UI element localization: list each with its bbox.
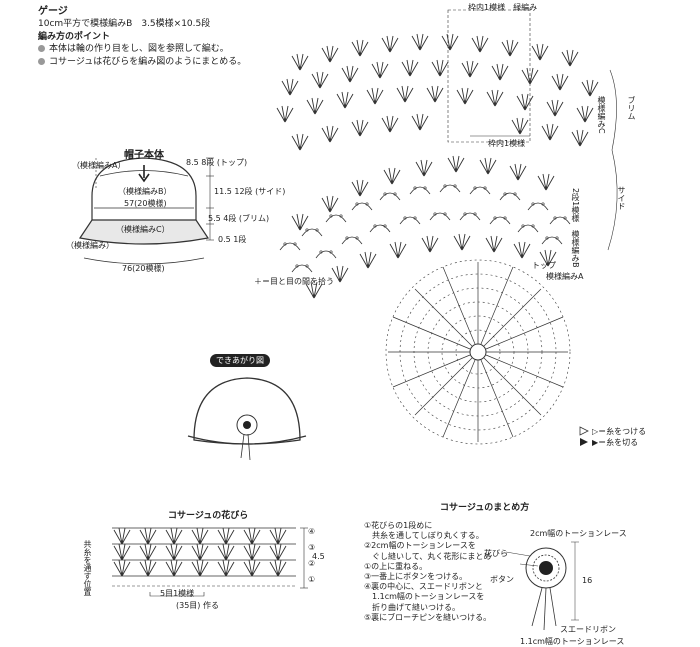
hat-body-schematic [78,157,214,265]
dim-value: 5.5 [208,214,221,223]
point-item: コサージュは花びらを編み図のようにまとめる。 [38,54,246,67]
chart-side-label: サイド [617,186,626,210]
point-text: 本体は輪の作り目をし、図を参照して編む。 [49,44,229,54]
chart-brim-label: ブリム [627,96,636,120]
dim-side: 11.5 12段 (サイド) [214,186,285,197]
assembly-step: ③一番上にボタンをつける。 [364,572,468,582]
finished-hat-illustration [187,377,307,461]
petal-height: 4.5 [312,552,325,561]
assembly-lace-bottom: 1.1cm幅のトーションレース [520,637,625,646]
assembly-lace-top: 2cm幅のトーションレース [530,529,627,538]
petal-width: (35目) 作る [176,601,219,610]
hat-bottom-width: 76(20模様) [122,264,165,273]
assembly-step: 共糸を通してしぼり丸くする。 [364,531,484,541]
dim-value: 8.5 [186,158,199,167]
chart-note: ＋＝目と目の間を拾う [254,277,334,286]
main-crochet-chart [276,9,618,445]
dim-top: 8.5 8段 (トップ) [186,157,247,168]
dim-part: (サイド) [255,187,286,196]
finished-title: できあがり図 [210,354,270,367]
petal-title: コサージュの花びら [168,511,249,521]
chart-pattern-a-label: 模様編みA [546,272,584,281]
gauge-line: 10cm平方で模様編みB 3.5模様×10.5段 [38,19,211,29]
petal-side-label: 共糸を通す位置 [83,540,92,596]
dim-rows: 12段 [234,187,253,196]
petal-row: ④ [308,527,316,536]
assembly-length: 16 [582,576,593,585]
hat-brim-pattern-label: （模様編み） [66,241,114,250]
assembly-step: ⑤裏にブローチピンを縫いつける。 [364,612,492,622]
bullet-icon [38,58,45,65]
dim-value: 0.5 [218,235,231,244]
chart-top-label: 枠内1模様 緑編み [468,3,538,12]
assembly-step: ④裏の中心に、スエードリボンと [364,582,483,592]
petal-row: ③ [308,543,316,552]
dim-edge: 0.5 1段 [218,234,246,245]
hat-pattern-b-label: （模様編みB） [118,187,172,196]
chart-top-part-label: トップ [532,261,556,270]
assembly-step: ぐし縫いして、丸く花形にまとめ [364,551,492,561]
assembly-button: ボタン [490,575,514,584]
dim-rows: 1段 [233,235,247,244]
assembly-ribbon: スエードリボン [560,625,616,634]
hat-pattern-c-label: （模様編みC） [116,225,170,234]
hat-count-b: 57(20模様) [124,199,167,208]
dim-brim: 5.5 4段 (ブリム) [208,213,269,224]
assembly-step: 折り曲げて縫いつける。 [364,602,460,612]
corsage-illustration [505,541,579,631]
dim-value: 11.5 [214,187,232,196]
chart-mid-label: 枠内1模様 [488,139,526,148]
dim-part: (トップ) [216,158,248,167]
bullet-icon [38,45,45,52]
petal-row: ② [308,559,316,568]
legend-attach: ▷＝糸をつける [592,427,647,436]
hat-pattern-a-label: （模様編みA） [72,161,126,170]
assembly-step: ①の上に重ねる。 [364,561,428,571]
dim-part: (ブリム) [238,214,270,223]
legend-cut: ▶＝糸を切る [592,438,639,447]
dim-rows: 4段 [223,214,237,223]
legend-arrows [579,426,589,446]
petal-chart [112,527,308,597]
chart-side-b-label: 2段1模様 模様編みB [571,188,580,268]
point-text: コサージュは花びらを編み図のようにまとめる。 [49,57,247,67]
hat-body-title: 帽子本体 [124,150,164,161]
assembly-step: 1.1cm幅のトーションレースを [364,592,485,602]
assembly-title: コサージュのまとめ方 [440,503,530,513]
gauge-title: ゲージ [38,6,68,17]
petal-row: ① [308,575,316,584]
chart-pattern-c-label: 模様編みC [597,96,606,134]
assembly-step: ②2cm幅のトーションレースを [364,541,476,551]
petal-repeat: 5目1模様 [160,589,195,598]
assembly-petal: 花びら [484,549,508,558]
points-title: 編み方のポイント [38,32,111,42]
assembly-steps: ①花びらの1段めに 共糸を通してしぼり丸くする。 ②2cm幅のトーションレースを… [364,521,491,623]
dim-rows: 8段 [201,158,215,167]
point-item: 本体は輪の作り目をし、図を参照して編む。 [38,41,229,54]
assembly-step: ①花びらの1段めに [364,521,433,530]
